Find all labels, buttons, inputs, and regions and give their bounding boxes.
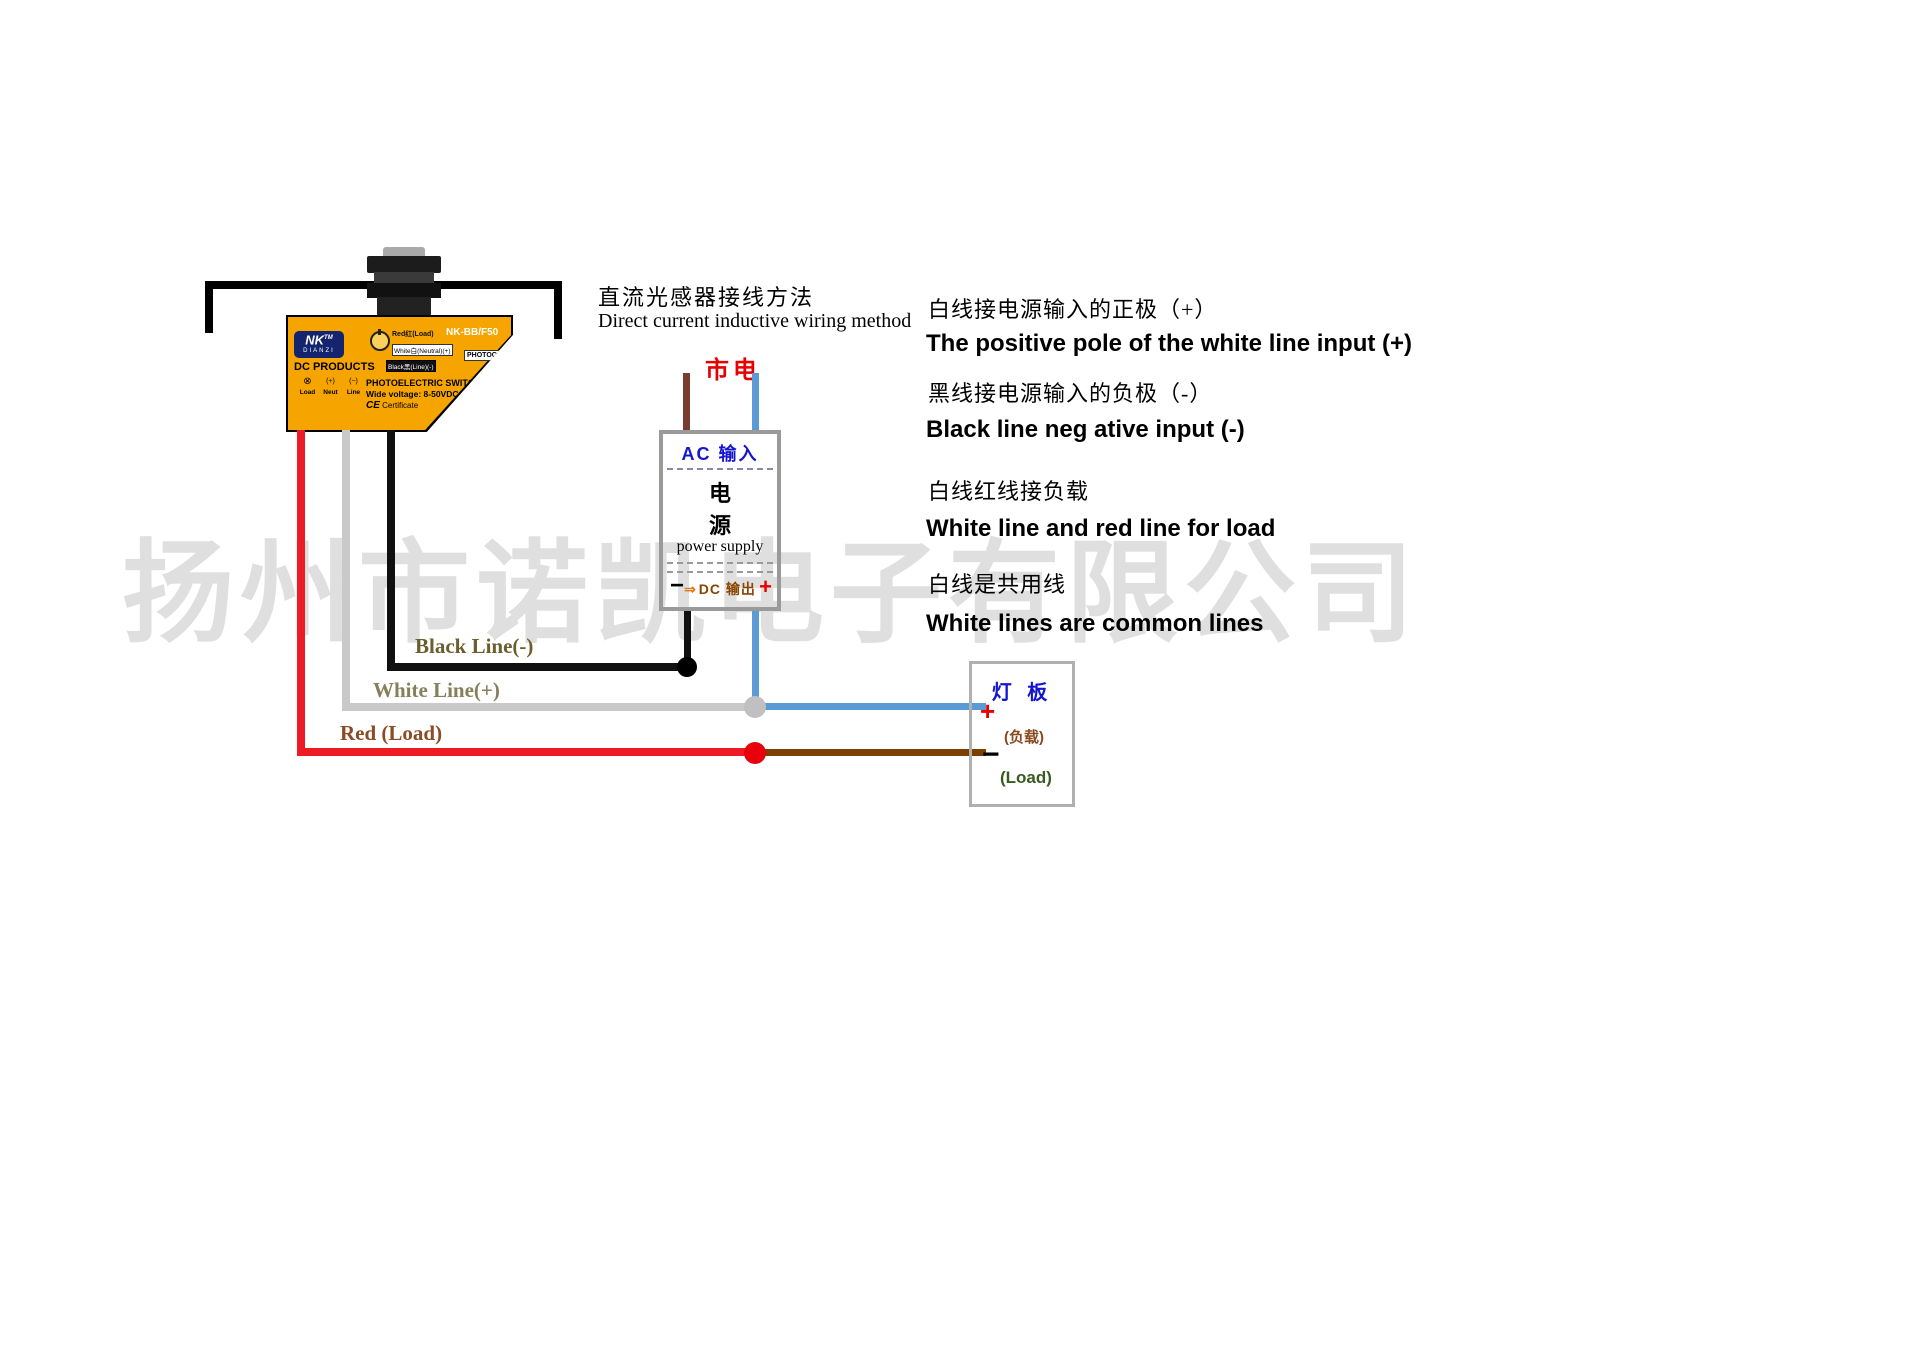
note-black-negative-en: Black line neg ative input (-) bbox=[926, 416, 1245, 443]
mounting-bracket-left bbox=[205, 281, 213, 333]
power-supply-box: AC 输入 电 源 power supply − ⇒DC 输出 + bbox=[659, 430, 781, 611]
load-minus-terminal: − bbox=[982, 738, 1000, 771]
terminal-load: ⊗ Load bbox=[296, 375, 319, 396]
device-red-wire-label: Red红(Load) bbox=[392, 331, 434, 338]
mains-power-label: 市电 bbox=[705, 357, 761, 384]
photoelectric-switch-device: NKTM DIANZI DC PRODUCTS Red红(Load) NK-BB… bbox=[286, 315, 513, 432]
load-box-title: 灯 板 bbox=[991, 682, 1053, 704]
divider bbox=[667, 571, 773, 573]
bulb-icon bbox=[370, 329, 390, 351]
sensor-head-band bbox=[367, 283, 441, 298]
red-line-label: Red (Load) bbox=[340, 721, 443, 745]
photocontrol-label: PHOTOCONTROL bbox=[464, 350, 513, 361]
brand-subtext: DIANZI bbox=[303, 348, 335, 355]
terminal-neutral: (+) Neut bbox=[319, 375, 342, 396]
load-en-label: (Load) bbox=[1000, 768, 1052, 787]
dc-minus-terminal: − bbox=[670, 572, 685, 599]
note-common-line-zh: 白线是共用线 bbox=[928, 572, 1067, 597]
sensor-head-band bbox=[377, 297, 431, 319]
white-wire-horizontal bbox=[342, 703, 759, 711]
red-junction-dot bbox=[744, 742, 766, 764]
divider bbox=[667, 468, 773, 470]
dc-minus-wire bbox=[684, 609, 691, 671]
diagram-title-zh: 直流光感器接线方法 bbox=[598, 285, 815, 310]
terminal-block: ⊗ Load (+) Neut (−) Line bbox=[296, 375, 366, 396]
minus-symbol-icon: (−) bbox=[349, 378, 358, 385]
device-model: NK-BB/F50 bbox=[446, 327, 499, 338]
black-line-label: Black Line(-) bbox=[415, 634, 534, 658]
sensor-head-band bbox=[367, 256, 441, 273]
note-white-positive-zh: 白线接电源输入的正极（+） bbox=[928, 297, 1218, 322]
plus-symbol-icon: (+) bbox=[326, 378, 335, 385]
power-supply-en-label: power supply bbox=[676, 538, 764, 555]
black-wire-horizontal bbox=[387, 663, 691, 671]
lamp-symbol-icon: ⊗ bbox=[303, 376, 312, 387]
ac-input-label: AC 输入 bbox=[681, 444, 759, 464]
dc-output-arrow-icon: ⇒ bbox=[684, 581, 697, 597]
power-supply-zh-char2: 源 bbox=[708, 513, 731, 538]
divider bbox=[667, 562, 773, 564]
white-line-label: White Line(+) bbox=[373, 678, 500, 702]
diagram-title-en: Direct current inductive wiring method bbox=[598, 310, 912, 332]
brown-wire-to-load bbox=[755, 749, 986, 756]
note-common-line-en: White lines are common lines bbox=[926, 610, 1264, 637]
device-black-wire-label: Black黑(Line)(-) bbox=[386, 360, 436, 372]
red-wire-vertical bbox=[297, 430, 305, 756]
ce-certificate-label: CE Certificate bbox=[366, 400, 418, 411]
brand-text: NKTM bbox=[305, 332, 333, 348]
dc-products-label: DC PRODUCTS bbox=[294, 361, 375, 373]
device-white-wire-label: White白(Neutral)(+) bbox=[392, 344, 453, 356]
white-wire-vertical bbox=[342, 430, 350, 711]
sensor-head-band bbox=[374, 272, 434, 284]
note-load-lines-en: White line and red line for load bbox=[926, 515, 1276, 542]
dc-plus-wire bbox=[752, 609, 759, 711]
device-type-label: PHOTOELECTRIC SWITCH bbox=[366, 378, 481, 388]
note-load-lines-zh: 白线红线接负载 bbox=[928, 479, 1090, 504]
black-junction-dot bbox=[677, 657, 697, 677]
note-black-negative-zh: 黑线接电源输入的负极（-） bbox=[928, 381, 1213, 406]
blue-wire-to-load bbox=[755, 703, 986, 710]
note-white-positive-en: The positive pole of the white line inpu… bbox=[926, 330, 1413, 357]
mounting-bracket-right bbox=[554, 281, 562, 339]
device-voltage-label: Wide voltage: 8-50VDC bbox=[366, 389, 459, 399]
power-supply-zh-char1: 电 bbox=[708, 481, 731, 506]
mains-neutral-wire bbox=[752, 373, 759, 433]
load-box: 灯 板 + (负载) − (Load) bbox=[969, 661, 1075, 807]
dc-output-label: ⇒DC 输出 bbox=[684, 581, 756, 597]
red-wire-horizontal bbox=[297, 748, 759, 756]
white-junction-dot bbox=[744, 696, 766, 718]
black-wire-vertical bbox=[387, 430, 395, 671]
dc-plus-terminal: + bbox=[759, 574, 772, 599]
load-zh-label: (负载) bbox=[1004, 729, 1044, 746]
terminal-line: (−) Line bbox=[342, 375, 365, 396]
company-watermark: 扬州市诺凯电子有限公司 bbox=[122, 531, 1420, 656]
nk-logo: NKTM DIANZI bbox=[294, 331, 344, 358]
load-plus-terminal: + bbox=[980, 696, 996, 726]
ce-mark-icon: CE bbox=[366, 400, 380, 411]
certificate-text: Certificate bbox=[382, 401, 419, 410]
mains-live-wire bbox=[683, 373, 690, 433]
